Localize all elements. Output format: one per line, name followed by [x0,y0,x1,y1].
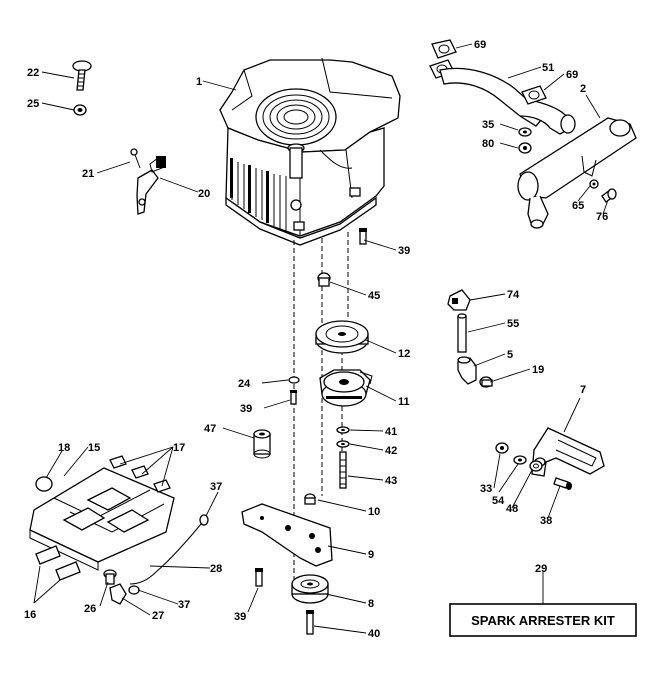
engine [219,57,401,246]
part-16-pads [35,545,81,581]
callout-45: 45 [368,290,380,302]
callout-54: 54 [492,495,505,507]
callout-65: 65 [572,200,584,212]
callout-16: 16 [24,609,36,621]
part-39-bolt-upper [359,228,367,245]
callout-74: 74 [507,289,520,301]
part-33-nut [495,442,509,454]
part-55-tube [457,313,467,353]
part-43-bolt [339,451,347,489]
callout-69-right: 69 [566,69,578,81]
callout-55: 55 [507,318,519,330]
part-19-fitting [479,376,493,388]
callout-7: 7 [580,384,586,396]
part-7-bracket [531,427,605,477]
muffler-assembly [429,39,637,229]
part-27-elbow [109,583,127,605]
part-12-pulley [315,320,369,354]
callout-41: 41 [385,426,397,438]
callout-40: 40 [368,628,380,640]
part-38-screw [553,477,572,490]
callout-39-mid: 39 [240,403,252,415]
part-47-spacer [253,429,271,459]
part-48-washer [529,460,543,472]
callout-43: 43 [385,475,397,487]
callout-35: 35 [482,119,494,131]
callout-33: 33 [480,483,492,495]
part-25-nut [73,104,87,116]
callout-47: 47 [204,423,216,435]
callout-18: 18 [58,442,70,454]
callout-19: 19 [532,364,544,376]
callout-10: 10 [368,506,380,518]
leader-lines [33,43,609,634]
callout-9: 9 [368,549,374,561]
callout-26: 26 [84,603,96,615]
callout-11: 11 [398,396,410,408]
callout-69-upper: 69 [474,39,486,51]
callout-15: 15 [88,442,100,454]
spark-arrester-kit-label: SPARK ARRESTER KIT [471,613,615,628]
callout-12: 12 [398,348,410,360]
cylinder-fins [230,158,287,231]
part-5-elbow [457,356,477,385]
callout-28: 28 [210,563,222,575]
callout-20: 20 [198,188,210,200]
part-17-pads [109,455,171,493]
part-22-bolt [72,60,92,91]
part-41-washer [336,426,350,434]
callout-80: 80 [482,138,494,150]
callout-48: 48 [506,503,518,515]
callout-39-lower: 39 [234,611,246,623]
part-11-clutch [319,369,373,407]
callout-22: 22 [27,67,39,79]
part-24-washer [288,376,300,384]
callout-38: 38 [540,515,552,527]
callout-5: 5 [507,349,513,361]
callout-2: 2 [580,83,586,95]
part-26-fitting [103,569,117,585]
part-20-control-bracket [130,148,166,215]
part-39-bolt-lower [255,568,263,587]
part-42-washer [336,440,350,448]
callout-51: 51 [542,62,554,74]
callout-17: 17 [173,442,185,454]
spark-arrester-kit-box: SPARK ARRESTER KIT [449,603,637,637]
part-37-clamp-lower [128,585,140,595]
callout-21: 21 [82,168,94,180]
callout-labels: 1 2 5 7 8 9 10 11 12 15 16 17 18 19 20 2… [24,39,608,640]
part-9-idler-bracket [241,503,333,567]
callout-27: 27 [152,610,164,622]
callout-29: 29 [535,563,547,575]
callout-25: 25 [27,98,39,110]
callout-8: 8 [368,598,374,610]
part-40-bolt [306,610,314,635]
callout-42: 42 [385,445,397,457]
callout-37-upper: 37 [210,481,222,493]
part-45-spacer [317,272,331,287]
part-54-washer [513,455,527,465]
callout-76: 76 [596,211,608,223]
part-39-bolt-mid [290,390,297,405]
callout-1: 1 [196,76,202,88]
callout-39-upper: 39 [398,245,410,257]
callout-37-lower: 37 [178,599,190,611]
part-74-elbow [447,289,471,311]
part-15-base-assembly [29,467,175,571]
callout-24: 24 [238,378,251,390]
part-8-idler-pulley [291,574,329,604]
part-10-spacer [304,493,316,505]
part-18-plug [35,476,53,492]
part-28-line [129,514,209,585]
